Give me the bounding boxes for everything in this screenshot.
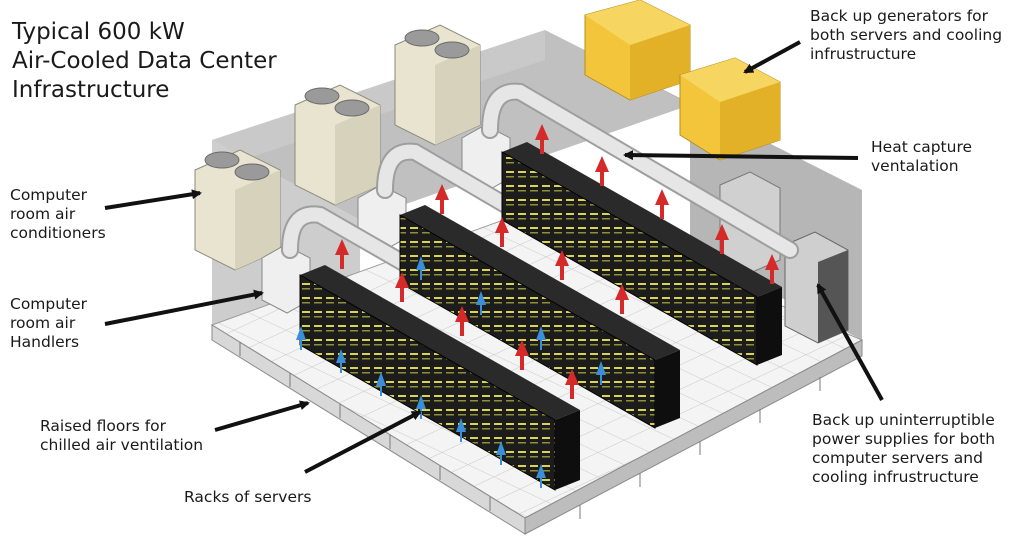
arrow-heat-capture xyxy=(623,150,859,161)
label-heat-capture-line-2: ventalation xyxy=(871,157,959,175)
rack-row-1 xyxy=(299,265,580,491)
arrow-ups xyxy=(816,283,884,401)
label-raised-floors-line-2: chilled air ventilation xyxy=(40,436,204,454)
hot-air-arrows xyxy=(335,124,779,399)
label-ups-line-3: computer servers and xyxy=(812,449,983,467)
callout-arrows xyxy=(104,40,884,474)
crac-unit-3 xyxy=(394,24,481,146)
label-crac: Computer room air conditioners xyxy=(10,186,106,243)
ups-cabinets xyxy=(719,171,849,344)
label-ups: Back up uninterruptible power supplies f… xyxy=(812,411,995,487)
arrow-crah xyxy=(104,289,264,326)
cold-air-arrows xyxy=(296,256,606,488)
arrow-generators xyxy=(743,40,801,74)
label-crah-line-3: Handlers xyxy=(10,333,80,351)
arrow-racks xyxy=(304,410,422,474)
label-crac-line-1: Computer xyxy=(10,186,88,204)
label-generators-line-1: Back up generators for xyxy=(810,7,989,25)
label-crac-line-2: room air xyxy=(10,205,76,223)
label-crah: Computer room air Handlers xyxy=(10,295,87,352)
label-racks: Racks of servers xyxy=(184,488,311,507)
label-heat-capture-line-1: Heat capture xyxy=(871,138,973,156)
label-generators-line-3: infrustructure xyxy=(810,45,917,63)
rack-row-2 xyxy=(399,205,680,429)
label-crah-line-2: room air xyxy=(10,314,76,332)
rack-row-3 xyxy=(501,142,782,366)
backup-generators xyxy=(584,0,781,161)
generator-1 xyxy=(584,0,691,101)
title-line-3: Infrastructure xyxy=(12,77,170,103)
label-raised-floors-line-1: Raised floors for xyxy=(40,417,167,435)
label-heat-capture: Heat capture ventalation xyxy=(871,138,972,176)
title-line-2: Air-Cooled Data Center xyxy=(12,48,277,74)
label-ups-line-1: Back up uninterruptible xyxy=(812,411,995,429)
label-ups-line-4: cooling infrustructure xyxy=(812,468,979,486)
label-ups-line-2: power supplies for both xyxy=(812,430,996,448)
server-racks xyxy=(299,142,782,491)
arrow-crac xyxy=(104,189,202,210)
label-crac-line-3: conditioners xyxy=(10,224,106,242)
generator-2 xyxy=(679,57,781,161)
label-generators: Back up generators for both servers and … xyxy=(810,7,1002,64)
air-conditioner-units xyxy=(194,24,481,271)
heat-capture-ducts xyxy=(281,82,799,379)
label-generators-line-2: both servers and cooling xyxy=(810,26,1003,44)
crac-unit-2 xyxy=(294,84,381,206)
label-raised-floors: Raised floors for chilled air ventilatio… xyxy=(40,417,203,455)
title-line-1: Typical 600 kW xyxy=(12,19,185,45)
crac-unit-1 xyxy=(194,149,281,271)
diagram-title: Typical 600 kW Air-Cooled Data Center In… xyxy=(12,18,332,105)
label-crah-line-1: Computer xyxy=(10,295,88,313)
label-racks-line-1: Racks of servers xyxy=(184,488,312,506)
arrow-raised-floor xyxy=(214,400,310,432)
